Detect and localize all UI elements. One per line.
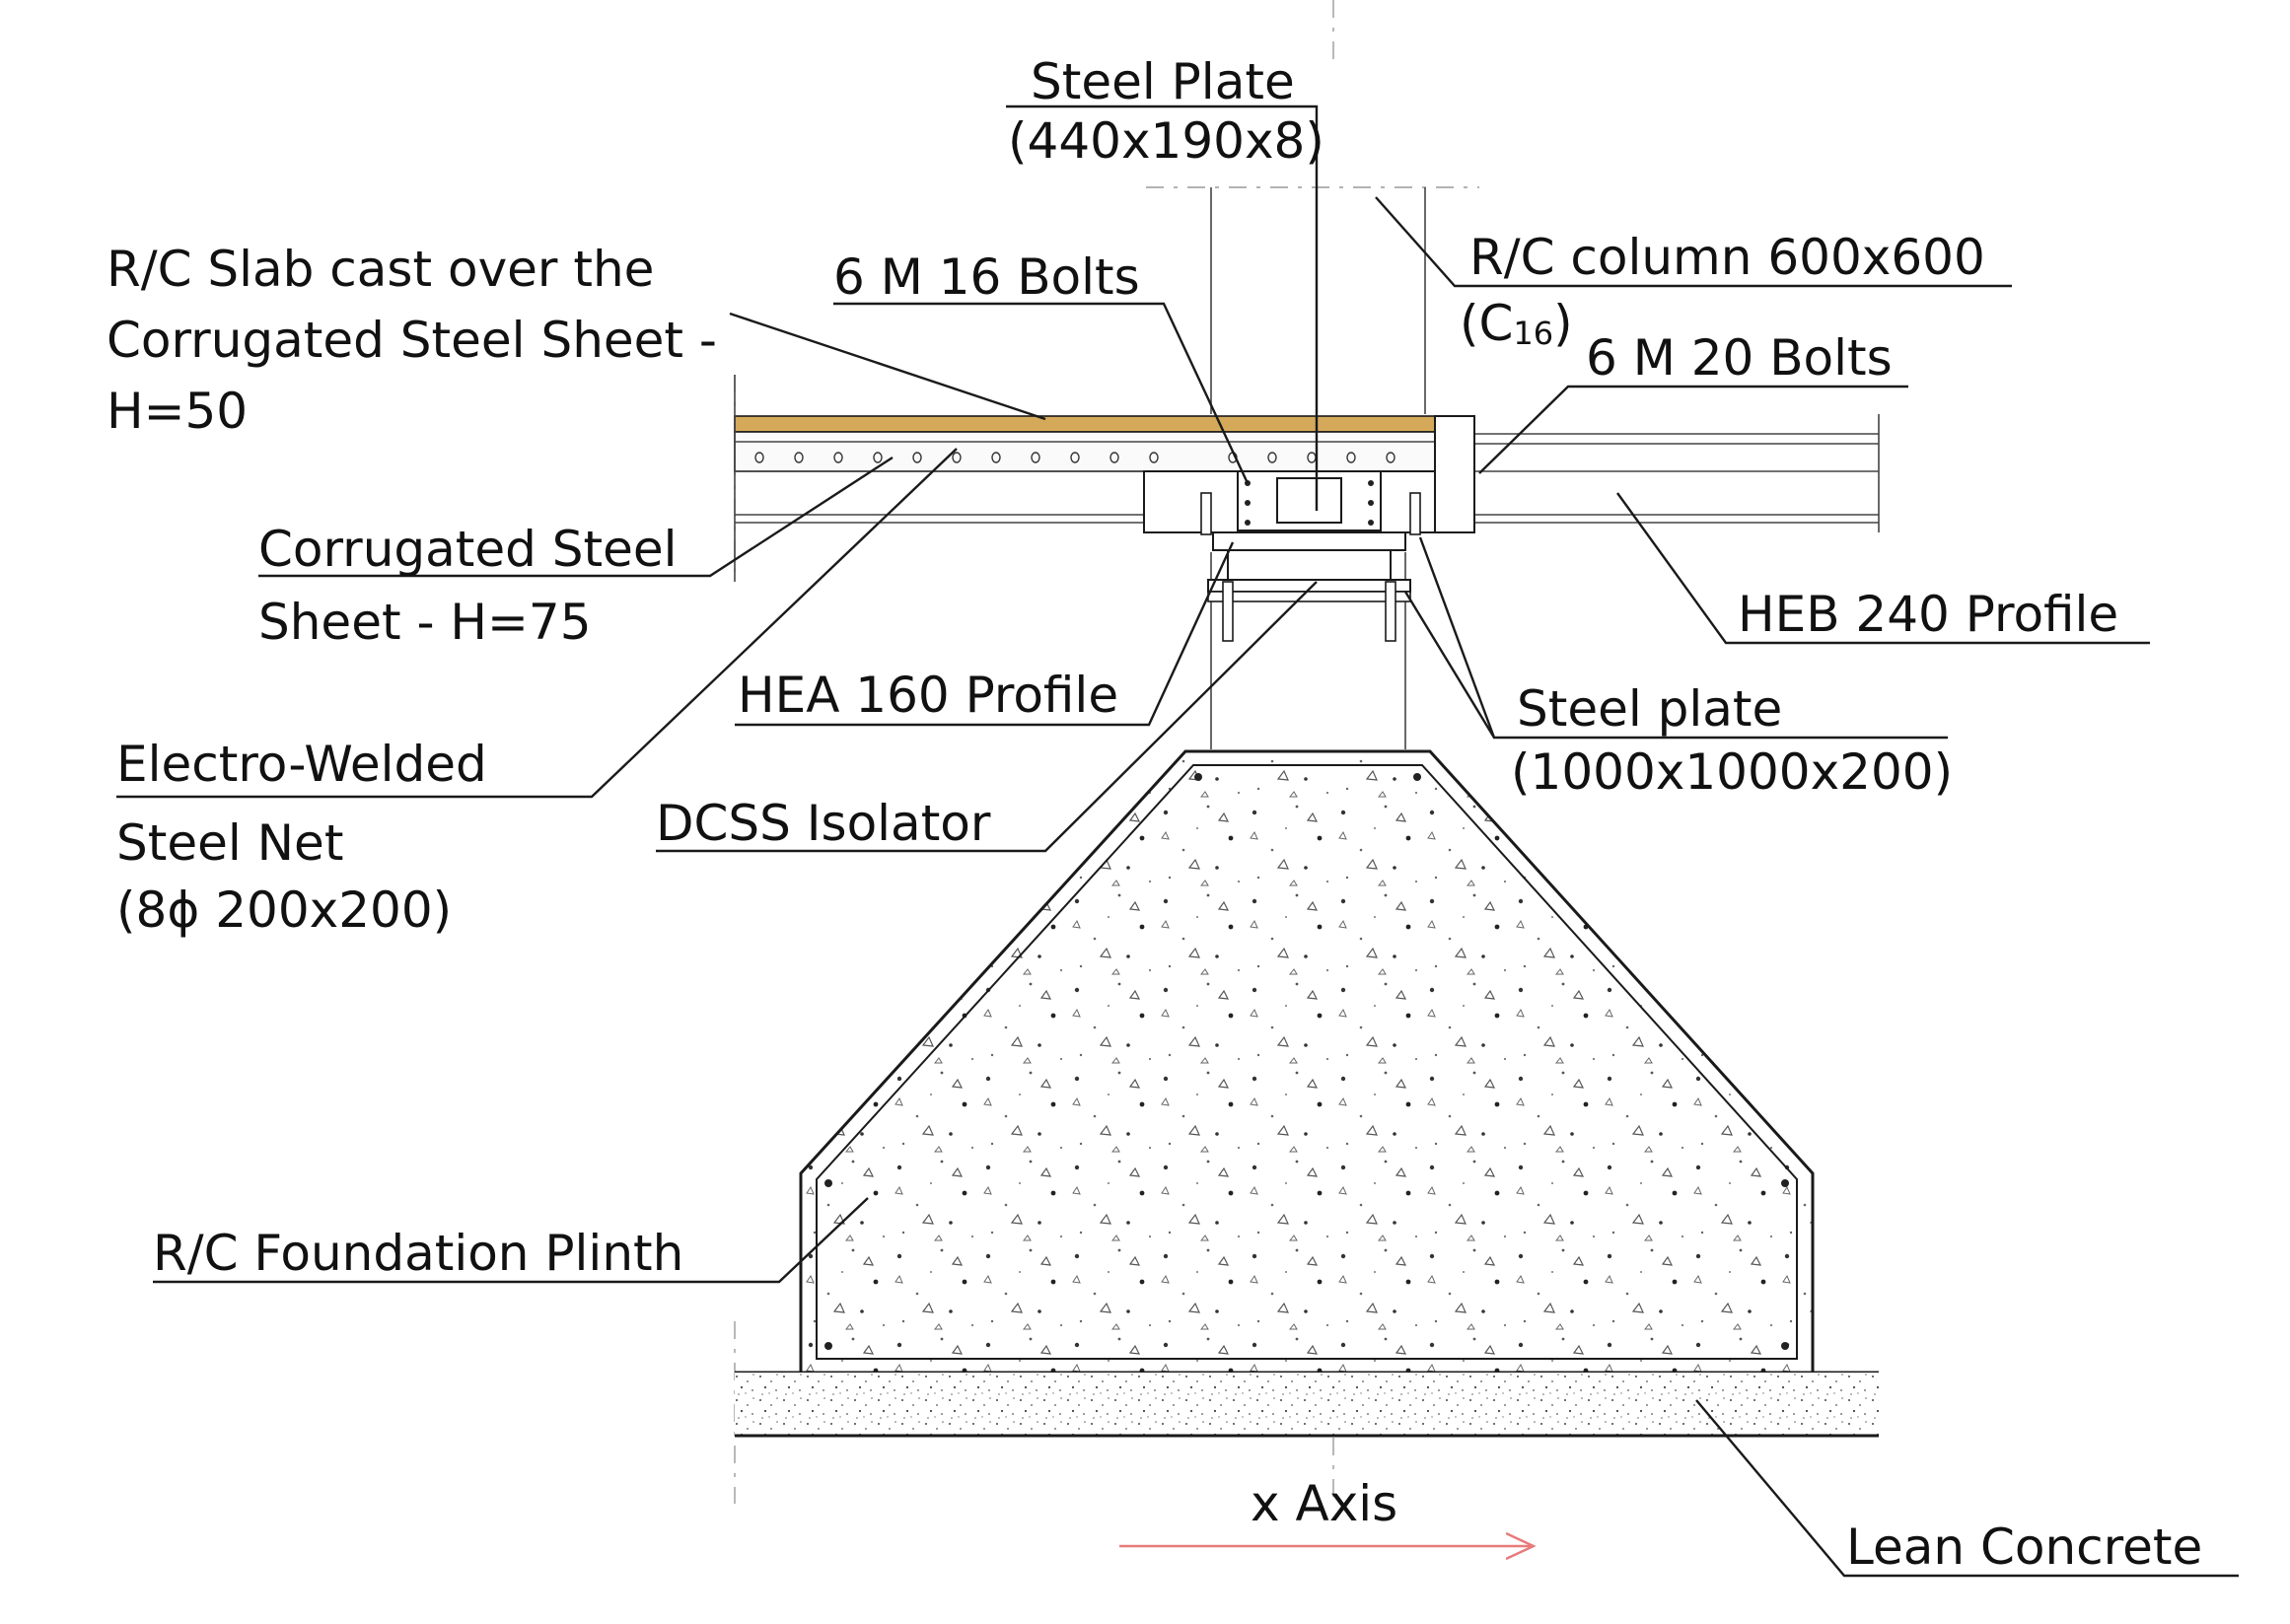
rebar-dots: [754, 452, 1395, 463]
labels: Steel Plate (440x190x8) R/C column 600x6…: [107, 53, 2202, 1576]
bolts-m16-label: 6 M 16 Bolts: [833, 248, 1140, 306]
rc-slab-label-3: H=50: [107, 383, 248, 440]
rc-slab: [734, 415, 1436, 472]
steel-plate-top-label: Steel Plate: [1031, 53, 1295, 110]
steel-plate-top-dims: (440x190x8): [1008, 112, 1324, 170]
leader-lines: [116, 105, 2239, 1578]
bolts-m20-label: 6 M 20 Bolts: [1586, 329, 1893, 387]
corrugated-label-1: Corrugated Steel: [258, 521, 678, 578]
x-axis-label: x Axis: [1251, 1475, 1397, 1532]
connection-assembly: [1143, 415, 1475, 642]
hea-profile-label: HEA 160 Profile: [738, 667, 1118, 724]
rc-slab-label-2: Corrugated Steel Sheet -: [107, 312, 717, 369]
steel-plate-base-dims: (1000x1000x200): [1511, 743, 1953, 801]
electro-welded-label-3: (8ϕ 200x200): [116, 882, 452, 939]
rc-slab-label-1: R/C Slab cast over the: [107, 241, 654, 298]
lean-concrete-label: Lean Concrete: [1846, 1518, 2202, 1576]
heb-profile-label: HEB 240 Profile: [1738, 586, 2118, 643]
corner-rebars: [824, 773, 1789, 1350]
corrugated-label-2: Sheet - H=75: [258, 594, 592, 651]
electro-welded-label-1: Electro-Welded: [116, 736, 487, 793]
rc-column-class: (C16): [1460, 295, 1573, 352]
rc-column-label: R/C column 600x600: [1469, 229, 1985, 286]
electro-welded-label-2: Steel Net: [116, 814, 343, 872]
steel-plate-base-label: Steel plate: [1517, 680, 1782, 738]
foundation-plinth-label: R/C Foundation Plinth: [153, 1225, 683, 1282]
lean-concrete: [735, 1371, 1879, 1438]
dcss-isolator-label: DCSS Isolator: [656, 795, 991, 852]
